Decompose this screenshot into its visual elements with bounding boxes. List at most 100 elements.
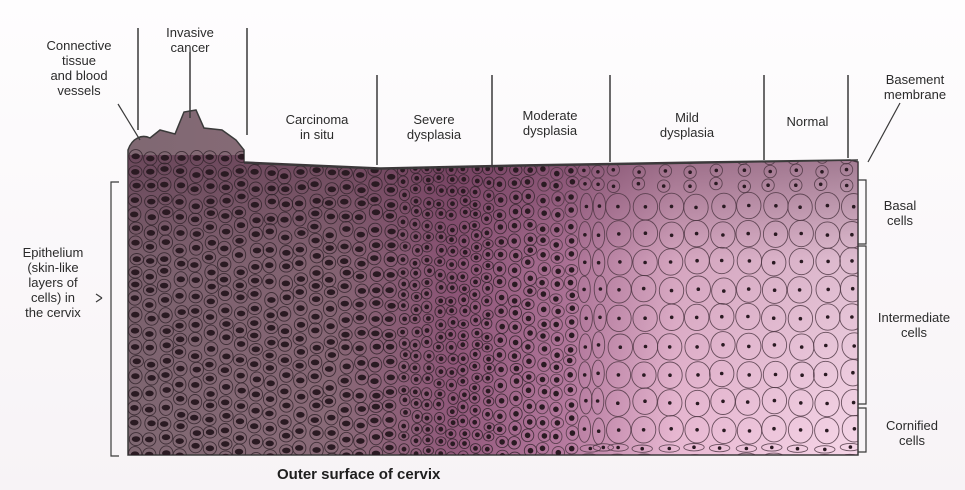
nucleus (414, 153, 419, 158)
nucleus (460, 274, 465, 279)
nucleus (617, 288, 621, 292)
nucleus (473, 305, 478, 310)
nucleus (281, 186, 289, 192)
nucleus (401, 282, 406, 287)
nucleus (252, 186, 260, 192)
cell (340, 150, 353, 164)
nucleus (387, 174, 395, 180)
nucleus (161, 372, 169, 378)
nucleus (662, 184, 666, 188)
nucleus (343, 270, 351, 276)
nucleus (425, 403, 430, 408)
nucleus (497, 414, 503, 420)
nucleus (425, 258, 430, 263)
nucleus (616, 456, 620, 460)
nucleus (325, 277, 333, 283)
nucleus (328, 458, 336, 464)
nucleus (426, 234, 431, 239)
nucleus (460, 368, 465, 373)
nucleus (642, 456, 646, 460)
nucleus (448, 155, 453, 160)
nucleus (340, 244, 348, 250)
nucleus (569, 251, 575, 257)
nucleus (485, 345, 490, 350)
nucleus (357, 330, 365, 336)
nucleus (325, 200, 333, 206)
nucleus (425, 212, 430, 217)
nucleus (281, 328, 289, 334)
nucleus (401, 303, 406, 308)
nucleus (438, 427, 443, 432)
nucleus (297, 276, 305, 282)
nucleus (296, 169, 304, 175)
nucleus (161, 155, 169, 161)
nucleus (670, 316, 674, 320)
cell (472, 152, 482, 162)
nucleus (236, 283, 244, 289)
nucleus (527, 288, 533, 294)
nucleus (462, 431, 467, 436)
nucleus (340, 283, 348, 289)
nucleus (312, 430, 320, 436)
nucleus (311, 373, 319, 379)
nucleus (160, 182, 168, 188)
nucleus (251, 408, 259, 414)
nucleus (387, 187, 395, 193)
nucleus (266, 396, 274, 402)
nucleus (313, 253, 321, 259)
nucleus (542, 433, 548, 439)
nucleus (427, 186, 432, 191)
nucleus (541, 362, 547, 368)
nucleus (472, 396, 477, 401)
nucleus (206, 376, 214, 382)
nucleus (356, 315, 364, 321)
nucleus (295, 445, 303, 451)
nucleus (146, 156, 154, 162)
nucleus (487, 180, 492, 185)
nucleus (567, 358, 573, 364)
nucleus (311, 153, 319, 159)
nucleus (617, 428, 621, 432)
nucleus (253, 377, 261, 383)
nucleus (541, 182, 547, 188)
nucleus (799, 317, 803, 321)
nucleus (328, 352, 336, 358)
nucleus (448, 431, 453, 436)
nucleus (527, 330, 533, 336)
nucleus (325, 366, 333, 372)
nucleus (542, 346, 548, 352)
nucleus (222, 334, 230, 340)
nucleus (192, 294, 200, 300)
nucleus (358, 288, 366, 294)
nucleus (131, 240, 139, 246)
nucleus (542, 389, 548, 395)
nucleus (425, 416, 430, 421)
nucleus (773, 288, 777, 292)
nucleus (282, 263, 290, 269)
nucleus (400, 232, 405, 237)
nucleus (221, 156, 229, 162)
nucleus (695, 428, 699, 432)
nucleus (568, 458, 574, 464)
nucleus (498, 383, 504, 389)
nucleus (221, 428, 229, 434)
nucleus (554, 227, 560, 233)
nucleus (746, 315, 750, 319)
nucleus (191, 308, 199, 314)
stage-dividers (138, 28, 848, 165)
nucleus (160, 166, 168, 172)
nucleus (766, 183, 770, 187)
nucleus (554, 352, 560, 358)
nucleus (820, 155, 824, 159)
nucleus (295, 215, 303, 221)
cell (353, 152, 366, 167)
nucleus (253, 248, 261, 254)
label-carcinoma-in-situ: Carcinoma in situ (272, 112, 362, 142)
nucleus (222, 413, 230, 419)
cell (712, 150, 724, 162)
nucleus (438, 335, 443, 340)
nucleus (282, 460, 290, 466)
nucleus (282, 448, 290, 454)
nucleus (311, 314, 319, 320)
